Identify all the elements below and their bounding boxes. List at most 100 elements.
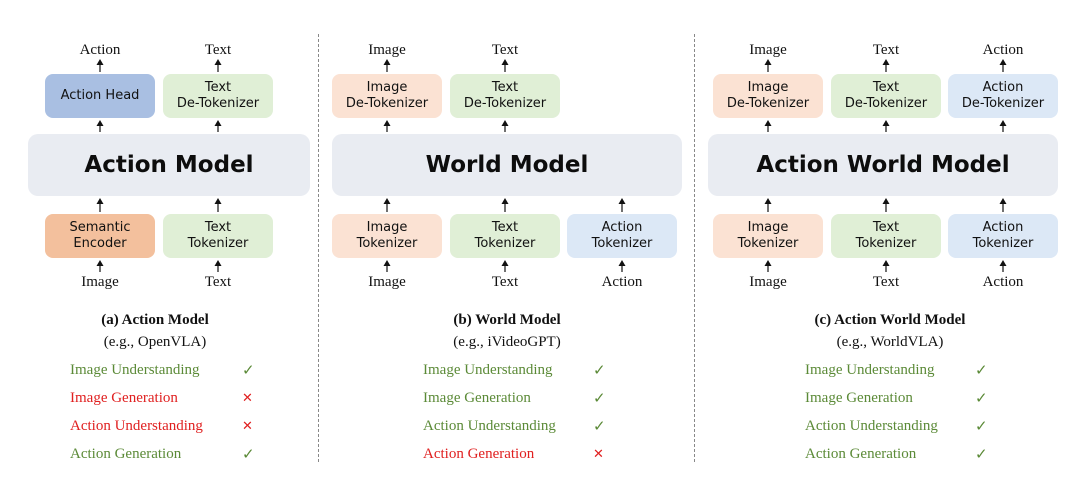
panel-b-input-2-to-box-arrowhead [501,260,509,266]
panel-a-capability-1: Image Understanding [70,362,200,378]
panel-b-input-3-to-box-arrowhead [618,260,626,266]
panel-b-input-2-label: Text [491,274,519,290]
panel-c-caption: (c) Action World Model [814,312,966,328]
panel-c-capability-1: Image Understanding [805,362,935,378]
panel-c-input-3-box-line-2: Tokenizer [972,236,1034,251]
panel-a-capability-4-check-icon: ✓ [242,445,255,463]
panel-b-input-2-box-line-2: Tokenizer [474,236,536,251]
panel-b-input-1-to-model-arrowhead [383,198,391,204]
panel-c-output-1-box-line-2: De-Tokenizer [726,96,810,111]
panel-b-input-2-to-model-arrowhead [501,198,509,204]
panel-b-output-1-box-line-2: De-Tokenizer [345,96,429,111]
panel-b-output-2-label: Text [491,42,519,58]
panel-c-input-2-box-line-2: Tokenizer [855,236,917,251]
panel-c-input-2-to-model-arrowhead [882,198,890,204]
panel-a-model-box: Action Model [28,134,310,196]
panel-b-output-2-box-line-1: Text [491,80,519,95]
panel-b-output-2-box-line-2: De-Tokenizer [463,96,547,111]
panel-a-output-1-to-label-arrowhead [96,59,104,65]
panel-c-output-3-from-model-arrowhead [999,120,1007,126]
panel-b-input-3-to-model-arrowhead [618,198,626,204]
panel-c-capability-3-check-icon: ✓ [975,417,988,435]
panel-c-model-box: Action World Model [708,134,1058,196]
panel-b-model-box: World Model [332,134,682,196]
panel-a-input-2-to-model-arrowhead [214,198,222,204]
panel-b-output-1-from-model-arrowhead [383,120,391,126]
panel-a-input-1-box-line-1: Semantic [69,220,131,235]
panel-b-input-3-label: Action [601,274,643,290]
panel-b-output-1-label: Image [368,42,406,58]
panel-a-input-2-box-line-2: Tokenizer [187,236,249,251]
panel-c-output-2-label: Text [872,42,900,58]
panel-b-capability-3-check-icon: ✓ [593,417,606,435]
panel-b-capability-3: Action Understanding [423,418,556,434]
panel-c-capability-4: Action Generation [805,446,917,462]
panel-b-output-1-box-line-1: Image [366,80,408,95]
panel-b-capability-1: Image Understanding [423,362,553,378]
panel-a-output-2-from-model-arrowhead [214,120,222,126]
panel-a-output-2-box-line-2: De-Tokenizer [176,96,260,111]
panel-a-output-1-from-model-arrowhead [96,120,104,126]
panel-a-output-1-box: Action Head [45,74,155,118]
panel-a-output-2-label: Text [204,42,232,58]
panel-b-capability-1-check-icon: ✓ [593,361,606,379]
panel-c-capability-4-check-icon: ✓ [975,445,988,463]
panel-b-input-2-box-line-1: Text [491,220,519,235]
panel-a-input-2-label: Text [204,274,232,290]
panel-c-output-3-box-line-2: De-Tokenizer [961,96,1045,111]
panel-a-capability-3: Action Understanding [70,418,203,434]
panel-c-input-1-to-box-arrowhead [764,260,772,266]
panel-b-capability-2: Image Generation [423,390,531,406]
panel-b-input-1-box-line-2: Tokenizer [356,236,418,251]
panel-a-input-1-to-model-arrowhead [96,198,104,204]
panel-c-output-3-box-line-1: Action [982,80,1024,95]
panel-a-caption: (a) Action Model [101,312,209,328]
panel-b-input-3-box-line-2: Tokenizer [591,236,653,251]
panel-c-input-2-box-line-1: Text [872,220,900,235]
panel-a-output-1-label: Action [79,42,121,58]
panel-a-capability-3-cross-icon: ✕ [242,419,253,434]
panel-a-capability-2-cross-icon: ✕ [242,391,253,406]
panel-b-example: (e.g., iVideoGPT) [453,334,561,350]
panel-b-input-1-to-box-arrowhead [383,260,391,266]
panel-c-capability-2: Image Generation [805,390,913,406]
panel-c-capability-2-check-icon: ✓ [975,389,988,407]
panel-b-input-3-box-line-1: Action [601,220,643,235]
panel-a-output-2-box-line-1: Text [204,80,232,95]
panel-a-input-2-to-box-arrowhead [214,260,222,266]
panel-c-input-3-label: Action [982,274,1024,290]
panel-c-output-2-box-line-1: Text [872,80,900,95]
panel-b-capability-4: Action Generation [423,446,535,462]
panel-c-input-1-box-line-2: Tokenizer [737,236,799,251]
panel-a-output-2-to-label-arrowhead [214,59,222,65]
panel-c-output-3-label: Action [982,42,1024,58]
panel-a-capability-4: Action Generation [70,446,182,462]
panel-c-output-2-to-label-arrowhead [882,59,890,65]
panel-a-output-1-box-line-1: Action Head [60,88,140,103]
panel-c-output-3-to-label-arrowhead [999,59,1007,65]
panel-a-input-2-box-line-1: Text [204,220,232,235]
panel-c-capability-1-check-icon: ✓ [975,361,988,379]
panel-c-capability-3: Action Understanding [805,418,938,434]
panel-c-input-2-to-box-arrowhead [882,260,890,266]
panel-b-output-1-to-label-arrowhead [383,59,391,65]
panel-b-output-2-to-label-arrowhead [501,59,509,65]
panel-divider-1 [318,34,319,462]
panel-c-output-2-from-model-arrowhead [882,120,890,126]
panel-c-output-1-from-model-arrowhead [764,120,772,126]
panel-a-example: (e.g., OpenVLA) [103,334,207,350]
panel-c-example: (e.g., WorldVLA) [836,334,944,350]
